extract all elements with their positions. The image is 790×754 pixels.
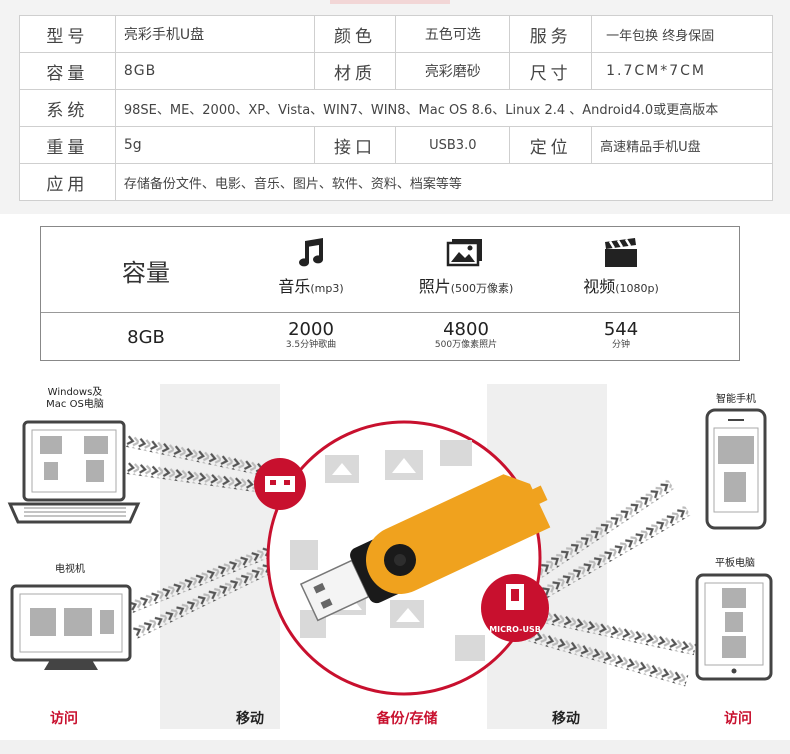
video-count-value: 544 [603,319,639,340]
spec-value-system: 98SE、ME、2000、XP、Vista、WIN7、WIN8、Mac OS 8… [114,89,774,127]
spec-label-interface: 接口 [313,126,397,164]
micro-usb-label: MICRO-USB [489,625,541,634]
tablet-label: 平板电脑 [715,558,755,569]
spec-row-system: 系统 98SE、ME、2000、XP、Vista、WIN7、WIN8、Mac O… [19,89,774,127]
spec-value-usage: 存储备份文件、电影、音乐、图片、软件、资料、档案等等 [114,163,774,201]
spec-value-weight: 5g [114,126,315,164]
pc-label: Windows及 Mac OS电脑 [35,387,115,411]
usb-drive [299,474,551,622]
phone-device [705,408,767,530]
tv-device [10,584,132,670]
music-count: 2000 3.5分钟歌曲 [261,320,361,351]
music-unit: (mp3) [310,282,344,295]
spec-value-service: 一年包换 终身保固 [591,15,773,53]
diagram-graphic: MICRO-USB [7,408,773,696]
stream-tablet [527,608,697,656]
spec-label-weight: 重量 [19,126,116,164]
stream-phone [509,478,675,595]
photo-icon [446,239,482,267]
spec-value-capacity: 8GB [114,52,315,90]
bottom-label-access-left: 访问 [50,711,78,727]
stream-tv-2 [132,544,309,639]
spec-label-system: 系统 [19,89,116,127]
bottom-label-access-right: 访问 [724,711,752,727]
spec-row-usage: 应用 存储备份文件、电影、音乐、图片、软件、资料、档案等等 [19,163,774,201]
video-count-sub: 分钟 [611,340,630,350]
tv-label: 电视机 [55,564,85,575]
capacity-header: 容量 [122,259,170,287]
top-accent [330,0,450,4]
spec-value-material: 亮彩磨砂 [395,52,511,90]
spec-label-capacity: 容量 [19,52,116,90]
spec-label-size: 尺寸 [509,52,593,90]
photo-column-header: 照片(500万像素) [406,237,526,297]
pc-label-line1: Windows及 [47,387,103,398]
photo-count: 4800 500万像素照片 [406,320,526,351]
clapperboard-icon [605,238,637,267]
tablet-device [695,573,773,681]
stream-tablet-2 [521,628,689,687]
spec-value-color: 五色可选 [395,15,511,53]
pc-label-line2: Mac OS电脑 [46,399,104,410]
bottom-bar [0,740,790,754]
photo-count-sub: 500万像素照片 [434,340,498,350]
spec-label-usage: 应用 [19,163,116,201]
music-note-icon [299,238,324,267]
photo-header: 照片 [418,277,451,296]
usage-diagram: MICRO-USB Windows及 Mac OS电脑 电视机 智能手机 平板电… [0,370,790,754]
spec-value-size: 1.7CM*7CM [591,52,773,90]
music-header: 音乐 [278,277,311,296]
photo-unit: (500万像素) [450,282,514,295]
spec-value-interface: USB3.0 [395,126,511,164]
spec-value-model: 亮彩手机U盘 [114,15,315,53]
bottom-label-backup: 备份/存储 [376,711,438,727]
spec-label-color: 颜色 [313,15,397,53]
spec-row-weight: 重量 5g 接口 USB3.0 定位 高速精品手机U盘 [19,126,773,164]
capacity-divider [41,312,739,313]
video-header: 视频 [583,277,616,296]
stream-tv [128,530,309,614]
bottom-label-move-right: 移动 [552,711,580,727]
spec-value-position: 高速精品手机U盘 [591,126,773,164]
spec-label-service: 服务 [509,15,593,53]
spec-row-model: 型号 亮彩手机U盘 颜色 五色可选 服务 一年包换 终身保固 [19,15,773,53]
spec-label-position: 定位 [509,126,593,164]
music-column-header: 音乐(mp3) [261,237,361,297]
phone-label: 智能手机 [716,394,756,405]
spec-section: 型号 亮彩手机U盘 颜色 五色可选 服务 一年包换 终身保固 容量 8GB 材质… [0,0,790,214]
video-column-header: 视频(1080p) [566,237,676,297]
photo-count-value: 4800 [443,319,489,340]
spec-table: 型号 亮彩手机U盘 颜色 五色可选 服务 一年包换 终身保固 容量 8GB 材质… [19,15,774,201]
spec-label-material: 材质 [313,52,397,90]
bottom-label-move-left: 移动 [236,711,264,727]
capacity-value: 8GB [127,327,165,348]
music-count-value: 2000 [288,319,334,340]
music-count-sub: 3.5分钟歌曲 [285,340,337,350]
video-count: 544 分钟 [566,320,676,351]
stream-phone-2 [520,505,691,611]
video-unit: (1080p) [615,282,659,295]
capacity-table: 容量 音乐(mp3) 照片(500万像素) 视频(1080p) 8GB 2000… [40,226,740,361]
spec-label-model: 型号 [19,15,116,53]
laptop-device [7,420,141,524]
spec-row-capacity: 容量 8GB 材质 亮彩磨砂 尺寸 1.7CM*7CM [19,52,773,90]
